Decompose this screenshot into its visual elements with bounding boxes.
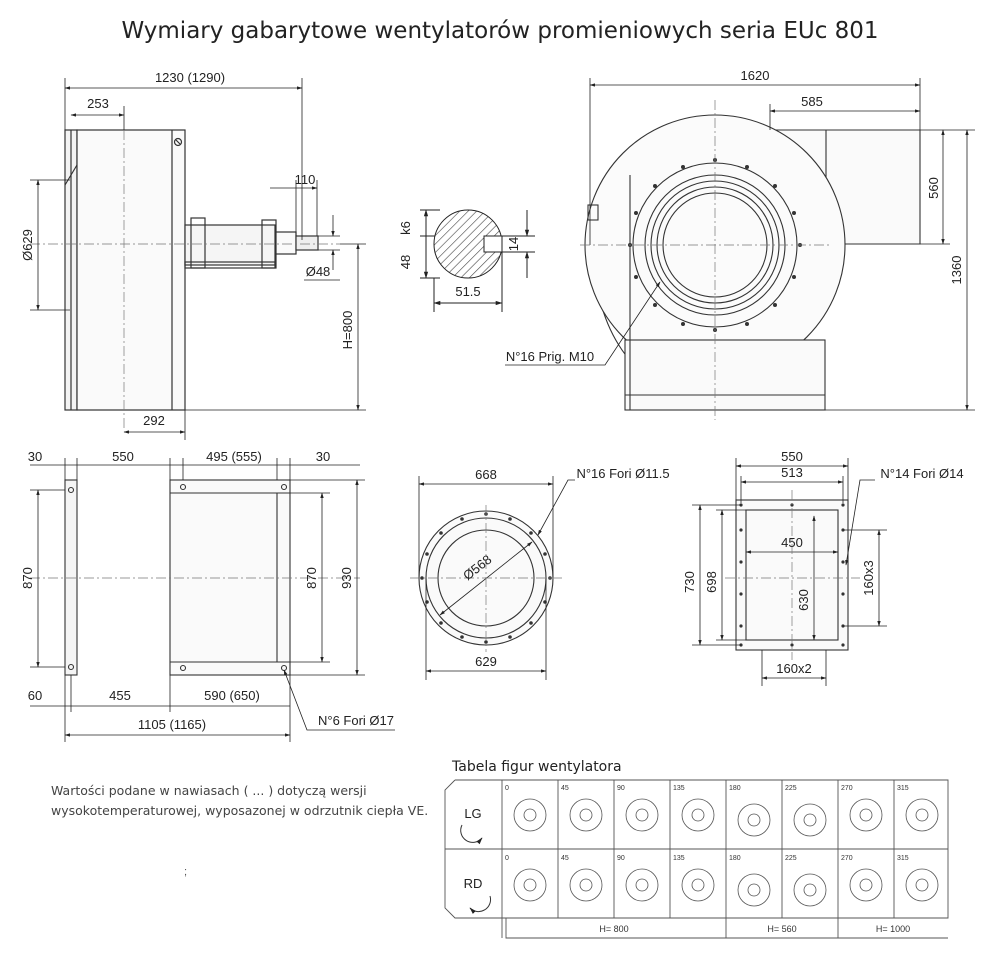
dim-front-width: 1620 — [741, 68, 770, 83]
dim-base-top-4: 30 — [316, 449, 330, 464]
angle-lg-225: 225 — [785, 785, 797, 792]
angle-lg-315: 315 — [897, 785, 909, 792]
dim-base-bottom-3: 590 (650) — [204, 688, 260, 703]
row-label-rd: RD — [464, 876, 483, 891]
inlet-flange-centerlines — [410, 505, 562, 652]
label-threads: N°16 Prig. M10 — [506, 349, 594, 364]
base-view — [64, 479, 291, 676]
inlet-flange-holes — [420, 512, 552, 644]
dim-outlet-inner-height: 698 — [704, 571, 719, 593]
dim-overall-length: 1230 (1290) — [155, 70, 225, 85]
dim-inlet-diameter: Ø629 — [20, 229, 35, 261]
dim-shaft-length: 110 — [295, 172, 316, 187]
dim-base-left-height: 870 — [20, 567, 35, 589]
dim-base-bottom-1: 60 — [28, 688, 42, 703]
dim-outlet-hole-spacing: 450 — [781, 535, 803, 550]
dim-outlet-inner-height-2: 630 — [796, 589, 811, 611]
angle-lg-45: 45 — [561, 785, 569, 792]
angle-lg-90: 90 — [617, 785, 625, 792]
dim-outlet-horizontal-pitch: 160x2 — [776, 661, 811, 676]
dim-inlet-offset: 253 — [87, 96, 109, 111]
outlet-flange-holes — [739, 503, 845, 647]
dim-outlet-outer-width: 550 — [781, 449, 803, 464]
dim-key-height: k6 — [398, 221, 413, 235]
figure-table-arrows — [460, 824, 492, 914]
dim-base-top-2: 550 — [112, 449, 134, 464]
angle-lg-135: 135 — [673, 785, 685, 792]
outlet-flange-dims — [692, 458, 887, 686]
dim-base-overall: 1105 (1165) — [138, 717, 206, 732]
footnote: Wartości podane w nawiasach ( ... ) doty… — [51, 781, 431, 821]
figure-table — [444, 779, 949, 939]
table-title: Tabela figur wentylatora — [452, 759, 622, 775]
angle-rd-0: 0 — [505, 855, 509, 862]
dim-base-bottom-2: 455 — [109, 688, 131, 703]
dim-total-height: 1360 — [949, 256, 964, 285]
angle-rd-270: 270 — [841, 855, 853, 862]
label-outlet-holes: N°14 Fori Ø14 — [880, 466, 963, 481]
height-group-800: H= 800 — [599, 924, 628, 934]
angle-rd-225: 225 — [785, 855, 797, 862]
dim-foot-width: 292 — [143, 413, 165, 428]
dim-base-outer-height: 930 — [339, 567, 354, 589]
dim-outlet-inner-width: 513 — [781, 465, 803, 480]
footnote-line-1: Wartości podane w nawiasach ( ... ) doty… — [51, 783, 367, 798]
row-label-lg: LG — [464, 806, 481, 821]
dim-shaft-diameter: Ø48 — [306, 264, 331, 279]
height-group-1000: H= 1000 — [876, 924, 910, 934]
height-group-560: H= 560 — [767, 924, 796, 934]
dim-base-top-1: 30 — [28, 449, 42, 464]
side-view — [64, 129, 319, 411]
dim-key-width: 14 — [506, 237, 521, 251]
dim-height: H=800 — [340, 311, 355, 350]
dim-inlet-outer: 668 — [475, 467, 497, 482]
angle-rd-315: 315 — [897, 855, 909, 862]
stray-mark: ; — [184, 866, 188, 878]
shaft-section — [420, 209, 535, 312]
page-title: Wymiary gabarytowe wentylatorów promieni… — [121, 18, 879, 44]
dim-key-depth: 51.5 — [455, 284, 480, 299]
angle-lg-270: 270 — [841, 785, 853, 792]
dim-outlet-height: 560 — [926, 177, 941, 199]
angle-lg-180: 180 — [729, 785, 741, 792]
base-view-dims — [30, 458, 395, 742]
angle-rd-135: 135 — [673, 855, 685, 862]
angle-lg-0: 0 — [505, 785, 509, 792]
footnote-line-2: wysokotemperaturowej, wyposazonej w odrz… — [51, 803, 429, 818]
side-view-centerlines — [30, 130, 340, 430]
angle-rd-90: 90 — [617, 855, 625, 862]
label-inlet-holes: N°16 Fori Ø11.5 — [576, 466, 669, 481]
dim-outlet-width: 585 — [801, 94, 823, 109]
side-view-dims — [30, 78, 366, 440]
dim-outlet-outer-height: 730 — [682, 571, 697, 593]
dim-base-inner-height: 870 — [304, 567, 319, 589]
angle-rd-45: 45 — [561, 855, 569, 862]
outlet-flange-centerlines — [725, 490, 860, 660]
dim-base-top-3: 495 (555) — [206, 449, 262, 464]
front-view-dims — [505, 78, 975, 411]
dim-inlet-inner: 629 — [475, 654, 497, 669]
front-view — [584, 114, 921, 411]
front-view-centerlines — [580, 100, 830, 420]
angle-rd-180: 180 — [729, 855, 741, 862]
label-base-holes: N°6 Fori Ø17 — [318, 713, 394, 728]
dim-outlet-vertical-pitch: 160x3 — [861, 560, 876, 595]
fan-icons — [513, 798, 939, 907]
dim-section-diameter: 48 — [398, 255, 413, 269]
